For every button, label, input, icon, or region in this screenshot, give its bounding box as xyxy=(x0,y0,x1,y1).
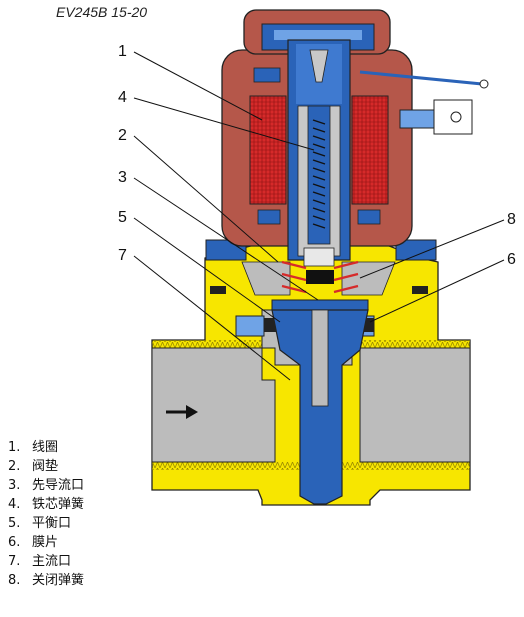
coil-winding xyxy=(249,95,389,225)
legend-item: 1.线圈 xyxy=(8,440,59,455)
legend-item: 5.平衡口 xyxy=(8,516,72,531)
legend-item: 3.先导流口 xyxy=(8,478,85,493)
callout-3: 3 xyxy=(118,169,127,186)
legend-item: 7.主流口 xyxy=(8,554,72,569)
leader-lines xyxy=(133,51,505,381)
armature-spring xyxy=(312,119,326,229)
legend-item: 4.铁芯弹簧 xyxy=(8,497,85,512)
parts-legend: 1.线圈 2.阀垫 3.先导流口 4.铁芯弹簧 5.平衡口 6.膜片 7.主流口… xyxy=(8,438,84,590)
terminal-connector xyxy=(253,67,489,135)
legend-item: 8.关闭弹簧 xyxy=(8,573,85,588)
armature-assembly xyxy=(287,39,351,267)
callout-4: 4 xyxy=(118,89,127,106)
legend-item: 6.膜片 xyxy=(8,535,59,550)
callout-1: 1 xyxy=(118,43,127,60)
callout-7: 7 xyxy=(118,247,127,264)
callout-2: 2 xyxy=(118,127,127,144)
diaphragm-assembly xyxy=(235,260,375,505)
callout-5: 5 xyxy=(118,209,127,226)
flow-arrow xyxy=(166,405,198,419)
closing-spring xyxy=(281,260,359,294)
callout-8: 8 xyxy=(507,211,516,228)
legend-item: 2.阀垫 xyxy=(8,459,59,474)
diagram-title: EV245B 15-20 xyxy=(56,4,148,20)
callout-6: 6 xyxy=(507,251,516,268)
